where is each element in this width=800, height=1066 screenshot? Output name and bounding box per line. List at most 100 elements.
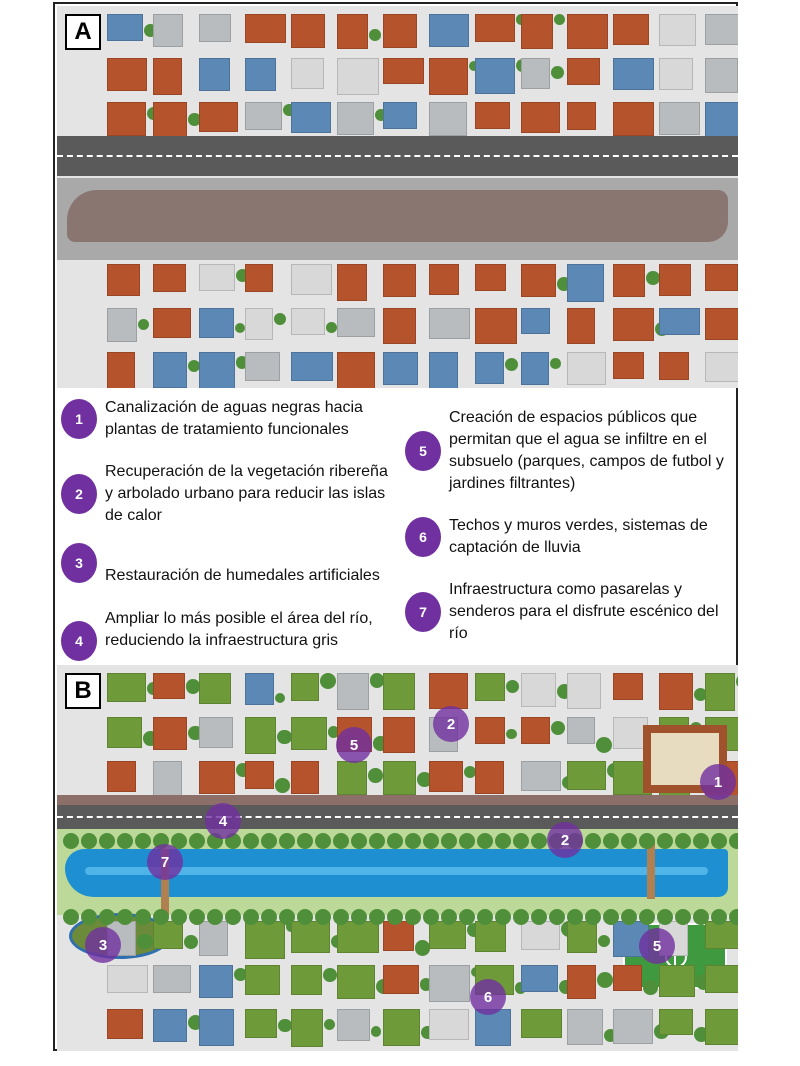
building <box>107 965 148 994</box>
riparian-tree <box>117 833 133 849</box>
building <box>245 673 275 706</box>
building <box>199 965 233 999</box>
building <box>107 264 141 296</box>
tree <box>643 980 659 995</box>
urban-blocks-north-green <box>57 669 738 799</box>
tree <box>596 972 613 989</box>
riparian-tree <box>423 833 439 849</box>
riparian-tree <box>405 833 421 849</box>
tree <box>278 1018 292 1033</box>
riparian-tree <box>171 909 187 925</box>
building <box>429 965 471 1002</box>
riparian-tree <box>675 833 691 849</box>
building <box>199 1009 234 1047</box>
riparian-tree <box>513 909 529 925</box>
building <box>337 921 379 953</box>
tree <box>275 692 286 703</box>
riparian-tree <box>621 833 637 849</box>
building <box>337 673 370 710</box>
building <box>383 58 425 85</box>
map-marker-5: 5 <box>639 928 675 964</box>
building <box>199 308 235 338</box>
riparian-tree <box>189 909 205 925</box>
legend-text: Ampliar lo más posible el área del río, … <box>105 610 373 649</box>
building <box>337 761 368 796</box>
building <box>383 921 414 951</box>
tree <box>370 673 385 688</box>
legend-number: 4 <box>61 621 97 661</box>
tree <box>374 109 387 122</box>
footbridge <box>161 849 169 917</box>
riparian-tree <box>693 909 709 925</box>
building <box>245 761 275 789</box>
tree <box>368 767 384 783</box>
building <box>337 352 375 388</box>
building <box>705 1009 738 1045</box>
building <box>429 352 459 388</box>
building <box>245 58 277 92</box>
building <box>521 921 560 950</box>
building <box>567 965 596 999</box>
building <box>567 102 596 131</box>
building <box>245 264 274 292</box>
highway <box>57 136 738 176</box>
riparian-tree <box>603 909 619 925</box>
riparian-tree <box>297 833 313 849</box>
riparian-tree <box>117 909 133 925</box>
tree <box>370 1026 382 1038</box>
urban-blocks-north <box>57 10 738 140</box>
building <box>153 761 183 799</box>
building <box>245 921 285 959</box>
building <box>153 58 182 96</box>
riparian-tree <box>261 909 277 925</box>
panel-b-proposed-state: B 4 5 2 1 2 7 3 5 6 <box>57 665 738 1051</box>
legend-text: Creación de espacios públicos que permit… <box>449 409 724 492</box>
riparian-tree <box>315 833 331 849</box>
building <box>199 921 229 957</box>
building <box>475 761 505 795</box>
building <box>291 761 320 794</box>
riparian-tree <box>81 909 97 925</box>
riparian-tree <box>729 833 738 849</box>
building <box>199 264 235 292</box>
riparian-tree <box>189 833 205 849</box>
highway <box>57 805 738 829</box>
building <box>705 965 738 993</box>
building <box>613 352 645 380</box>
building <box>567 264 605 302</box>
building <box>291 965 323 996</box>
building <box>153 102 188 140</box>
building <box>199 58 231 91</box>
building <box>521 264 557 297</box>
tree <box>504 358 518 372</box>
tree <box>320 673 337 690</box>
building <box>429 308 470 340</box>
building <box>521 102 560 134</box>
building <box>659 352 689 380</box>
building <box>153 14 184 47</box>
building <box>567 1009 603 1046</box>
urban-blocks-south <box>57 260 738 388</box>
riparian-tree <box>171 833 187 849</box>
building <box>521 352 550 386</box>
building <box>705 102 738 139</box>
building <box>567 717 596 745</box>
legend-text: Recuperación de la vegetación ribereña y… <box>105 463 388 524</box>
building <box>613 717 648 750</box>
riparian-tree <box>135 833 151 849</box>
building <box>429 264 459 295</box>
building <box>107 761 137 793</box>
tree <box>551 66 565 80</box>
riparian-tree <box>513 833 529 849</box>
building <box>337 965 375 1000</box>
riparian-tree <box>495 909 511 925</box>
building <box>613 14 650 46</box>
green-median <box>57 795 738 805</box>
building <box>567 308 596 345</box>
tree <box>184 935 199 949</box>
riparian-tree <box>99 833 115 849</box>
